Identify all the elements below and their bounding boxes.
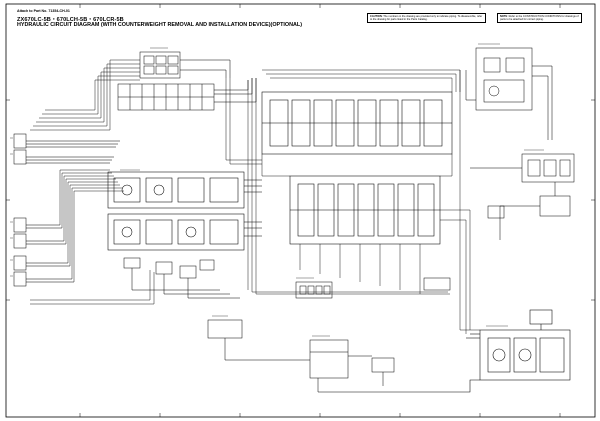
component-label-marks [10,43,544,337]
right-middle-assembly [470,153,575,240]
solenoid-valve-bank [117,51,257,111]
note-label: NOTE [500,14,508,18]
caution-label: CAUTION [370,14,382,18]
pump-regulator-blocks [107,171,262,251]
left-pilot-valves [13,133,120,287]
frame-ticks-top [6,4,595,417]
caution-text: : The numbers in the drawing are provide… [370,14,483,21]
note-box: NOTE: Refer to the CONSTRUCTION CONDITIO… [497,13,582,23]
drawing-frame [5,3,596,418]
caution-note-box: CAUTION: The numbers in the drawing are … [367,13,486,23]
main-control-valve [261,91,453,245]
pilot-lines-bundle [30,59,155,305]
lower-center-components [295,277,451,393]
right-bottom-assembly [420,309,571,393]
diagram-title: HYDRAULIC CIRCUIT DIAGRAM (WITH COUNTERW… [17,22,302,28]
attach-part-number: Attach to Part No. 71354-CH-01 [17,9,70,13]
lower-left-components [123,257,310,361]
central-line-bundle [225,69,480,334]
model-numbers: ZX670LC-5B・670LCH-5B・670LCR-5B [17,17,124,23]
right-top-assembly [465,47,553,140]
note-text: : Refer to the CONSTRUCTION CONDITIONS f… [500,14,579,21]
